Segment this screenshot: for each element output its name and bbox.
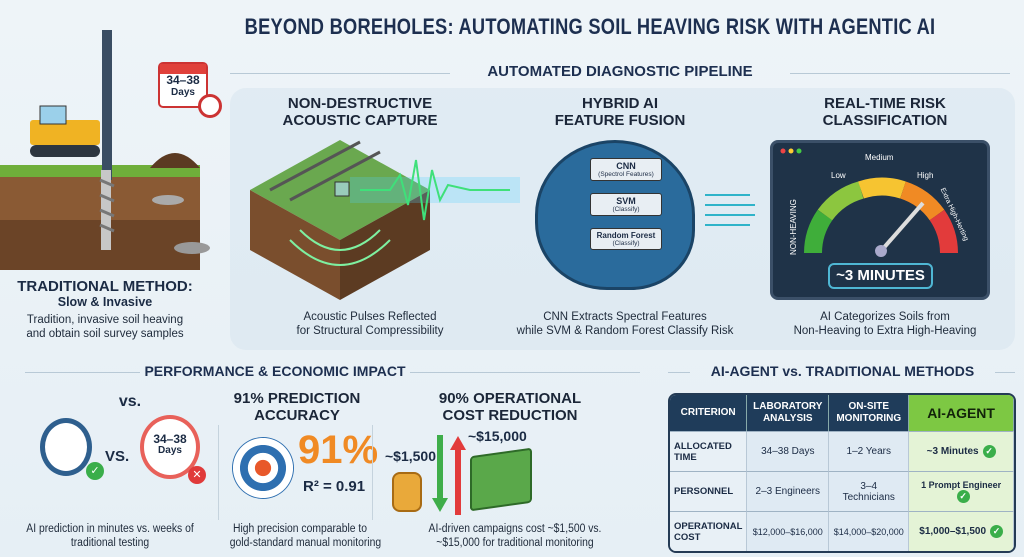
traditional-heading: TRADITIONAL METHOD: (17, 278, 193, 295)
coins-icon (392, 472, 422, 512)
speed-heading: vs. (118, 393, 142, 410)
model-svm: SVM(Classify) (590, 193, 662, 216)
check-icon: ✓ (982, 445, 996, 458)
model-random-forest: Random Forest(Classify) (590, 228, 662, 250)
accuracy-value: 91% (298, 428, 379, 472)
acoustic-capture-illustration (250, 140, 520, 300)
comparison-table: CRITERION LABORATORY ANALYSIS ON-SITE MO… (668, 393, 1016, 553)
step-risk-caption: AI Categorizes Soils from Non-Heaving to… (793, 311, 977, 337)
low-cost: ~$1,500 (385, 448, 436, 464)
comparison-heading: AI-AGENT vs. TRADITIONAL METHODS (710, 363, 975, 379)
speed-caption: AI prediction in minutes vs. weeks of tr… (26, 523, 194, 549)
check-icon: ✓ (86, 462, 104, 480)
step-acoustic-caption: Acoustic Pulses Reflected for Structural… (296, 311, 444, 337)
impact-heading: PERFORMANCE & ECONOMIC IMPACT (144, 363, 406, 379)
page-title: BEYOND BOREHOLES: AUTOMATING SOIL HEAVIN… (244, 14, 936, 39)
cash-stack-icon (470, 447, 532, 512)
target-icon (232, 437, 294, 499)
model-cnn: CNN(Spectrol Features) (590, 158, 662, 181)
cross-icon: ✕ (188, 466, 206, 484)
stopwatch-icon (40, 418, 92, 476)
cost-arrows (432, 435, 466, 515)
table-row: OPERATIONAL COST $12,000–$16,000 $14,000… (670, 511, 1014, 551)
traditional-sub: Slow & Invasive (57, 295, 153, 309)
step-fusion-caption: CNN Extracts Spectral Features while SVM… (516, 311, 734, 337)
time-readout: ~3 MINUTES (828, 263, 933, 289)
calendar-icon: 34–38 Days (158, 62, 208, 108)
table-header-row: CRITERION LABORATORY ANALYSIS ON-SITE MO… (670, 395, 1014, 431)
model-stack: CNN(Spectrol Features) SVM(Classify) Ran… (590, 158, 662, 250)
check-icon: ✓ (956, 490, 970, 503)
table-row: PERSONNEL 2–3 Engineers 3–4 Technicians … (670, 471, 1014, 511)
pipeline-heading: AUTOMATED DIAGNOSTIC PIPELINE (487, 63, 753, 80)
data-flow-arrows (705, 194, 755, 226)
table-row: ALLOCATED TIME 34–38 Days 1–2 Years ~3 M… (670, 431, 1014, 471)
clock-icon (198, 94, 222, 118)
risk-gauge (780, 148, 958, 257)
high-cost: ~$15,000 (468, 428, 527, 444)
risk-dashboard: NON-HEAVING Low Medium High Extra High-H… (770, 140, 990, 300)
drilling-rig-illustration (0, 30, 210, 270)
cost-caption: AI-driven campaigns cost ~$1,500 vs. ~$1… (428, 523, 602, 549)
check-icon: ✓ (990, 525, 1003, 538)
accuracy-caption: High precision comparable to gold-standa… (229, 523, 382, 549)
r-squared: R² = 0.91 (303, 478, 366, 495)
